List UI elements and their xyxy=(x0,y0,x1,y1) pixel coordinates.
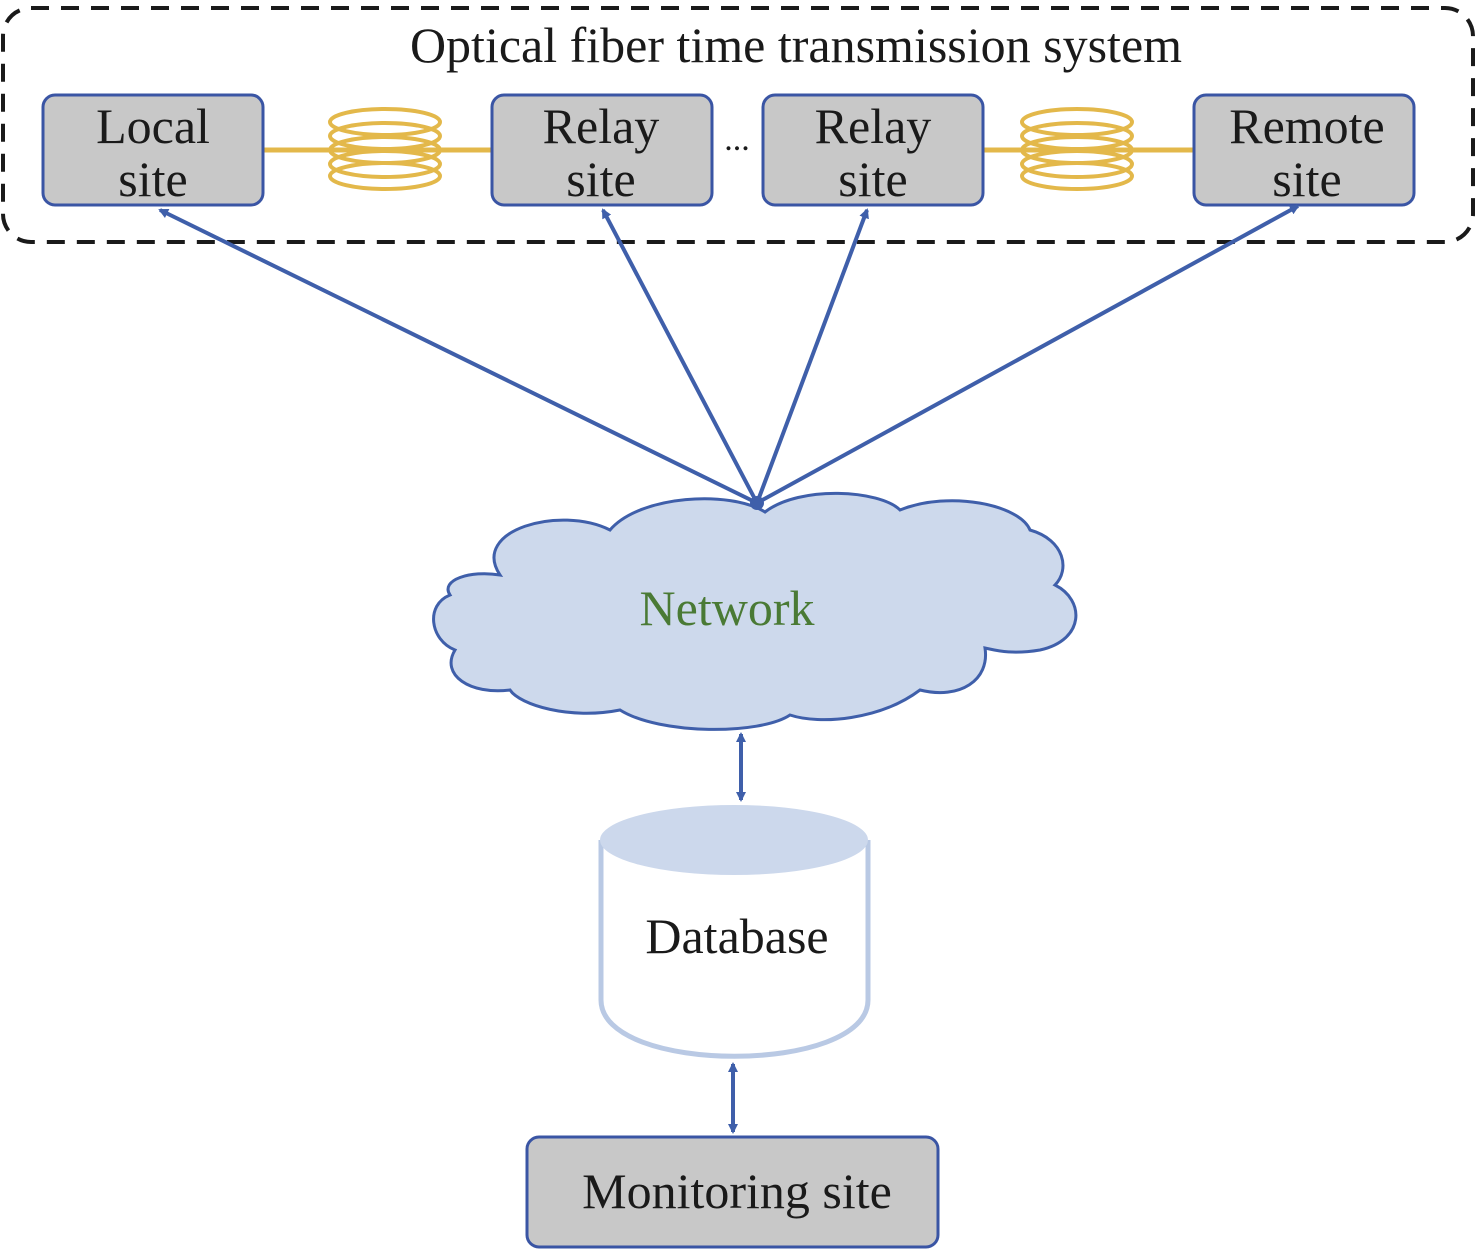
site-label-line2: site xyxy=(838,151,907,207)
site-label-line1: Remote xyxy=(1229,98,1385,154)
arrow-to-local xyxy=(158,208,758,505)
arrow-to-relay-2 xyxy=(755,208,869,504)
site-relay-2: Relay site xyxy=(761,93,985,207)
database-label: Database xyxy=(645,908,828,964)
network-cloud xyxy=(432,491,1078,731)
monitoring-label: Monitoring site xyxy=(582,1163,892,1219)
fiber-link-1 xyxy=(262,107,492,191)
relay-ellipsis: ... xyxy=(724,121,750,158)
arrow-to-remote xyxy=(756,204,1300,505)
system-title: Optical fiber time transmission system xyxy=(410,17,1182,73)
site-label-line2: site xyxy=(566,151,635,207)
monitoring-site: Monitoring site xyxy=(525,1135,940,1249)
fiber-coil-icon xyxy=(1020,107,1134,191)
site-relay-1: Relay site xyxy=(490,93,714,207)
site-label-line2: site xyxy=(1272,151,1341,207)
fiber-link-2 xyxy=(982,107,1194,191)
database-cylinder xyxy=(598,805,871,1059)
site-label-line1: Relay xyxy=(815,98,932,154)
site-remote: Remote site xyxy=(1192,93,1416,207)
site-label-line1: Local xyxy=(96,98,210,154)
network-hub-dot xyxy=(750,496,764,510)
site-local: Local site xyxy=(41,93,265,207)
system-container xyxy=(1,6,1475,244)
arrow-to-relay-1 xyxy=(601,208,759,504)
site-label-line1: Relay xyxy=(543,98,660,154)
network-links xyxy=(158,204,1300,505)
network-label: Network xyxy=(640,580,815,636)
fiber-coil-icon xyxy=(328,107,442,191)
site-label-line2: site xyxy=(118,151,187,207)
